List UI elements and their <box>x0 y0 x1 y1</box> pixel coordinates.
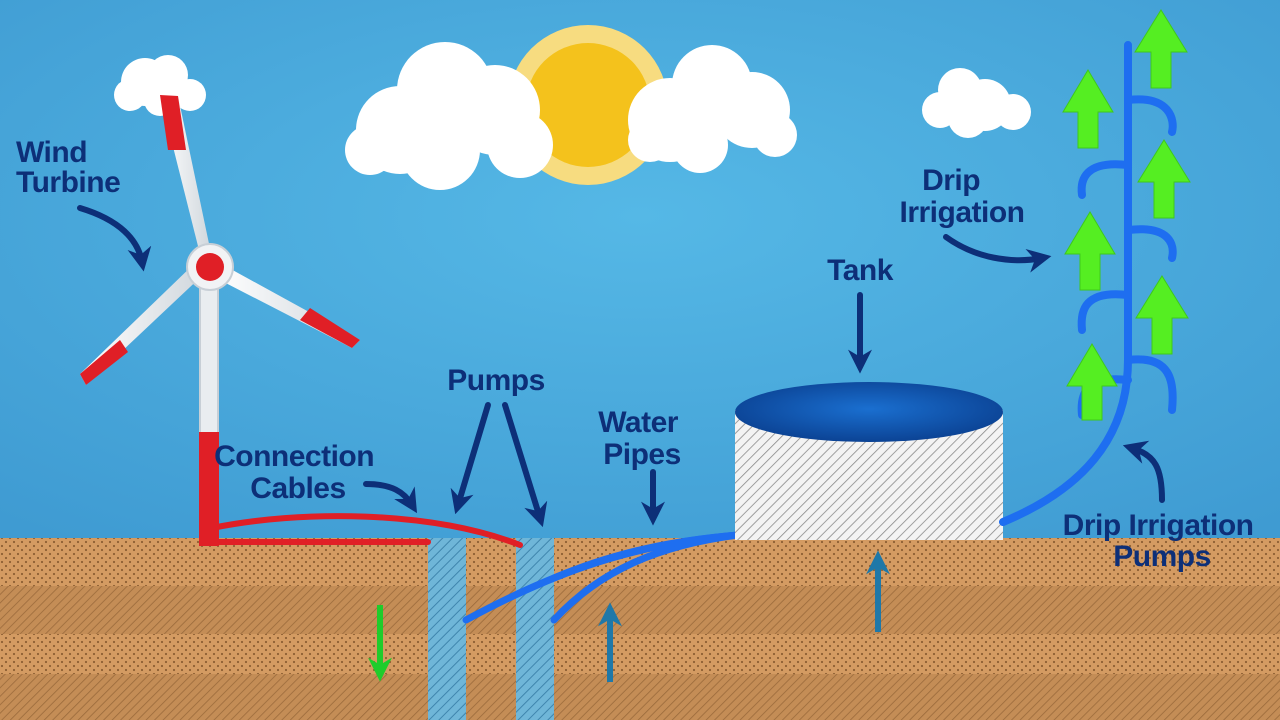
label-tank: Tank <box>827 254 894 287</box>
label-drip-irrigation-pumps: Drip Irrigation Pumps <box>1063 509 1262 573</box>
label-drip-irrigation: Drip Irrigation <box>899 164 1024 229</box>
cloud-icon <box>114 55 206 116</box>
label-water-pipes: Water Pipes <box>598 406 686 471</box>
water-tank-icon <box>735 382 1003 540</box>
wind-turbine-icon <box>80 95 360 546</box>
connection-cables <box>209 513 523 548</box>
ground <box>0 538 1280 720</box>
label-pumps: Pumps <box>447 364 545 397</box>
label-wind-turbine: Wind Turbine <box>16 136 120 199</box>
cloud-icon <box>628 45 797 173</box>
pump-column-icon <box>516 538 554 720</box>
label-connection-cables: Connection Cables <box>214 440 382 505</box>
cloud-icon <box>345 42 553 190</box>
cloud-icon <box>922 68 1031 138</box>
water-pipes <box>462 531 742 624</box>
plant-arrow-icon <box>1062 9 1191 421</box>
pump-column-icon <box>428 538 466 720</box>
pointer-arrows <box>77 205 1165 528</box>
